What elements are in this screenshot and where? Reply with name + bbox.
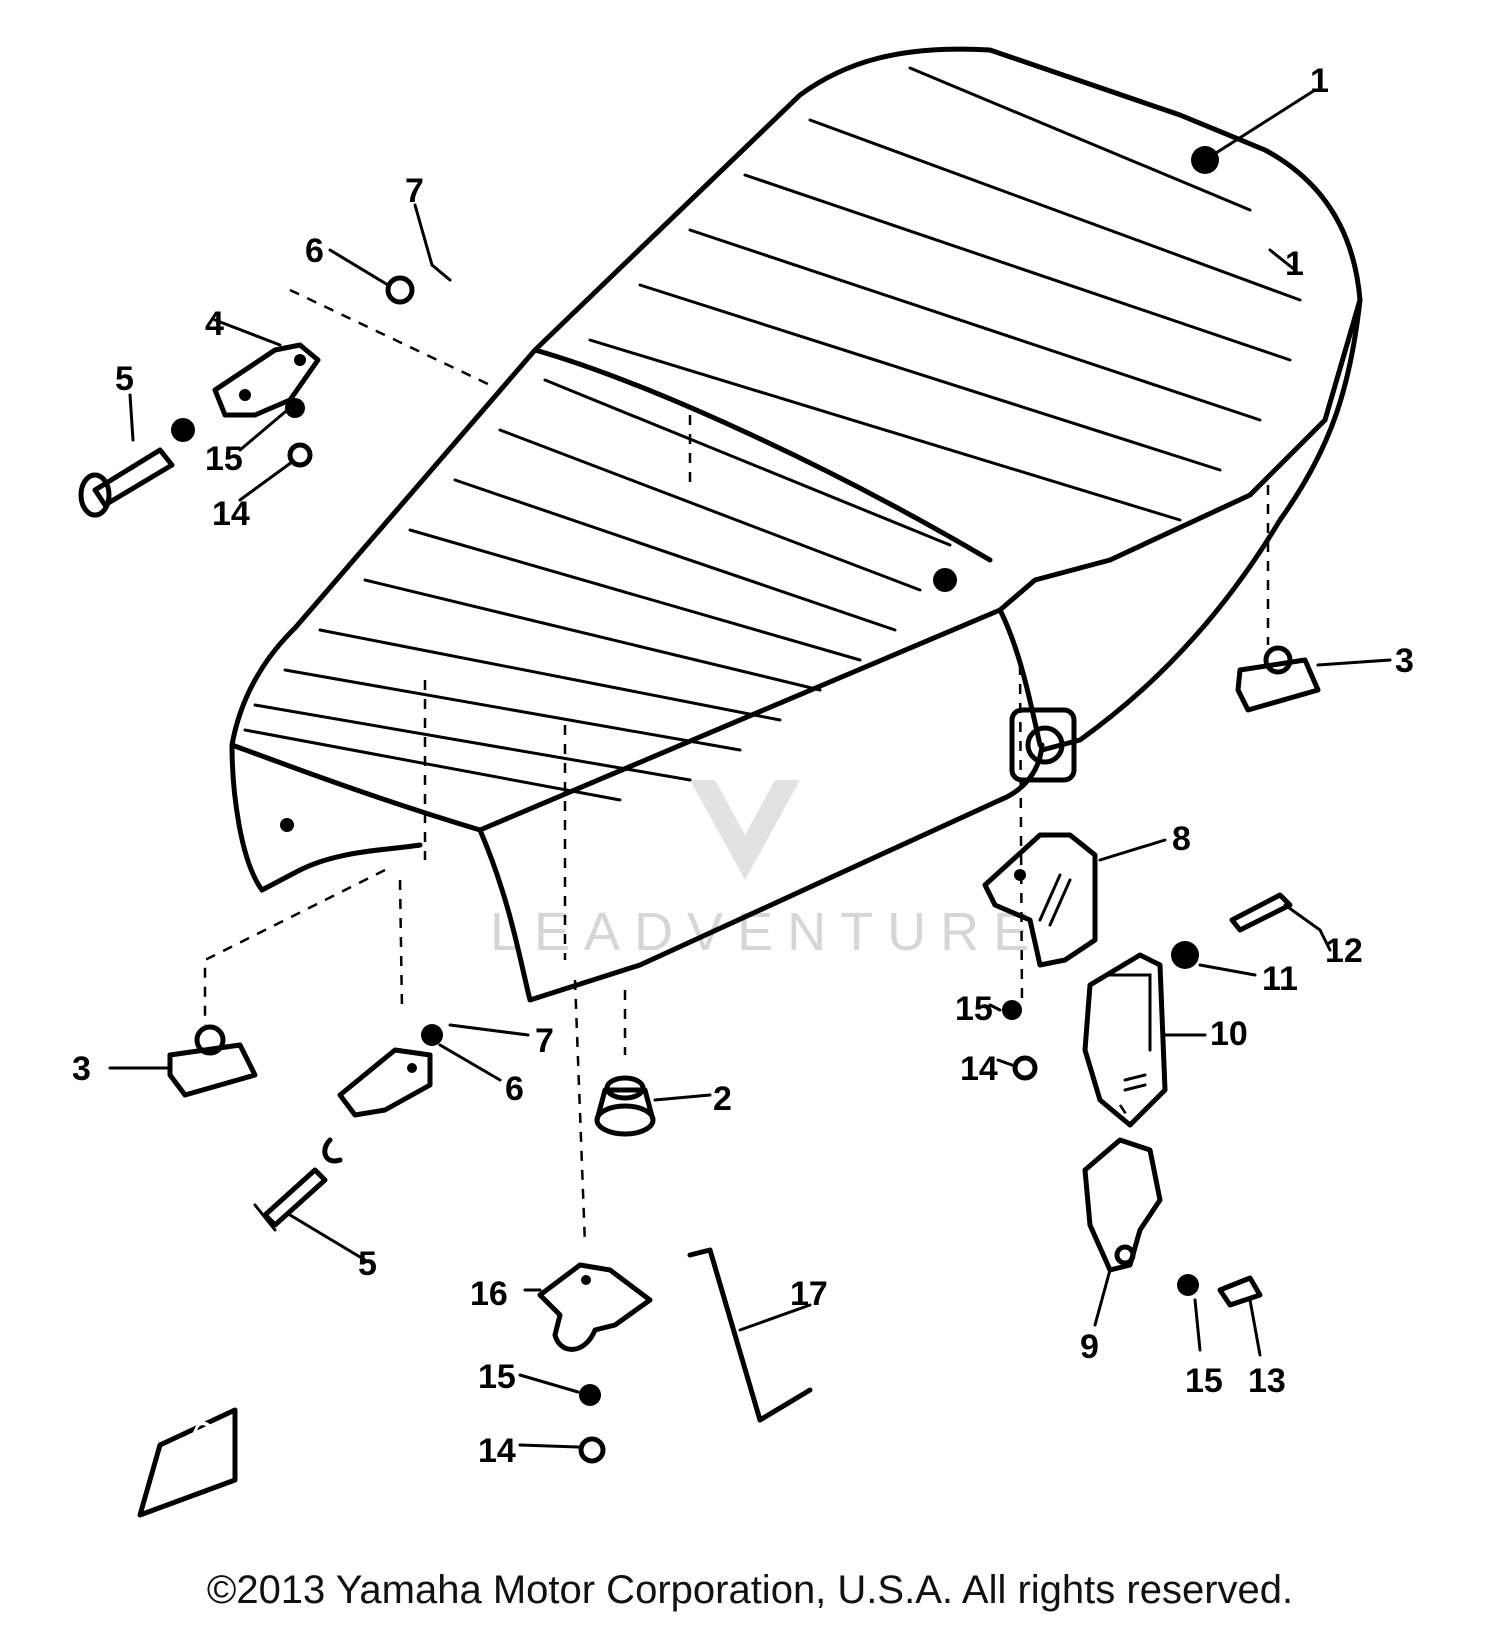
watermark-text: LEADVENTURE	[490, 902, 1043, 962]
watermark-logo	[690, 780, 800, 880]
seat-left-skirt	[229, 742, 423, 893]
fwd-text: FWD	[169, 1415, 221, 1481]
copyright-notice: ©2013 Yamaha Motor Corporation, U.S.A. A…	[206, 1568, 1294, 1612]
fwd-arrow	[137, 1407, 238, 1518]
part-14-bolt-upper	[287, 442, 313, 468]
part-13-bolt	[1217, 1275, 1263, 1308]
label-12: 12	[1325, 932, 1363, 970]
part-15-washer-center	[579, 1384, 601, 1406]
label-3-rear: 3	[1395, 642, 1414, 680]
label-14-center: 14	[478, 1432, 516, 1470]
part-2-bumper	[594, 1075, 712, 1137]
label-3-front: 3	[72, 1050, 91, 1088]
part-4-bracket	[212, 342, 321, 418]
label-5-upper: 5	[115, 360, 134, 398]
part-6-washer	[385, 275, 415, 305]
label-7-upper: 7	[405, 172, 424, 210]
label-14-upper: 14	[212, 495, 250, 533]
assembly-lines	[203, 288, 1270, 1246]
label-15-right: 15	[955, 990, 993, 1028]
part-10-latch	[1082, 952, 1168, 1128]
part-15-washer-upper	[285, 398, 305, 418]
part-15-washer-right	[1002, 1000, 1022, 1020]
part-5-bolt-lower	[262, 1167, 328, 1228]
part-16-hook-plate	[537, 1262, 653, 1352]
part-1	[1203, 88, 1317, 272]
seat-strap-end	[933, 568, 957, 592]
part-12-pin	[1229, 892, 1293, 933]
label-15-upper: 15	[205, 440, 243, 478]
label-14-right: 14	[960, 1050, 998, 1088]
seat-front-skirt	[477, 742, 1045, 1003]
part-7-pin	[413, 203, 452, 282]
label-4: 4	[205, 305, 224, 343]
label-7-lower: 7	[535, 1022, 554, 1060]
part-15-washer-right-lower	[1177, 1274, 1199, 1296]
seat-rear-skirt	[1039, 297, 1363, 753]
label-6-upper: 6	[305, 232, 324, 270]
part-3-front-damper	[108, 1024, 258, 1098]
seat-strap	[532, 347, 993, 563]
watermark: LEADVENTURE	[490, 780, 1043, 962]
label-1-b: 1	[1285, 245, 1304, 283]
label-6-lower: 6	[505, 1070, 524, 1108]
label-13: 13	[1248, 1362, 1286, 1400]
seat-assembly	[229, 46, 1363, 1003]
seat-left-hole	[280, 818, 294, 832]
seat-top-outline	[229, 46, 1363, 748]
seat-pleats	[243, 66, 1302, 802]
part-17-rod	[687, 1247, 813, 1423]
part-9-lower-bracket	[1082, 1137, 1163, 1273]
fwd-direction-marker: FWD	[137, 1407, 238, 1518]
upper-left-bracket-group	[78, 203, 452, 518]
part-7-pin-lower	[448, 1023, 530, 1037]
label-15-right-lower: 15	[1185, 1362, 1223, 1400]
part-14-bolt-center	[578, 1436, 606, 1464]
label-10: 10	[1210, 1015, 1248, 1053]
right-hinge-group	[982, 832, 1332, 1357]
part-3-rear-damper	[1235, 645, 1392, 713]
label-1: 1	[1310, 62, 1329, 100]
part-8-hinge-plate	[982, 832, 1098, 968]
seat-hinge-hole	[1025, 725, 1065, 765]
label-11: 11	[1262, 960, 1298, 998]
label-9: 9	[1080, 1328, 1099, 1366]
label-16: 16	[470, 1275, 508, 1313]
label-8: 8	[1172, 820, 1191, 858]
lower-center-group	[518, 1247, 813, 1464]
part-6-washer-lower	[421, 1024, 443, 1046]
part-14-bolt-right	[1012, 1055, 1038, 1081]
lower-left-bracket-group	[253, 1023, 530, 1262]
part-labels: 1 1 2 3 3 4 5 5 6 6 7 7 8 9 10 11 12 13 …	[72, 62, 1414, 1470]
label-15-center: 15	[478, 1358, 516, 1396]
part-5-bolt	[92, 447, 175, 508]
part-11-washer	[1171, 941, 1199, 969]
label-2: 2	[713, 1080, 732, 1118]
label-17: 17	[790, 1275, 828, 1313]
label-5-lower: 5	[358, 1245, 377, 1283]
seat-hinge-tab	[1009, 707, 1077, 783]
seat-front-edge	[229, 607, 1003, 833]
